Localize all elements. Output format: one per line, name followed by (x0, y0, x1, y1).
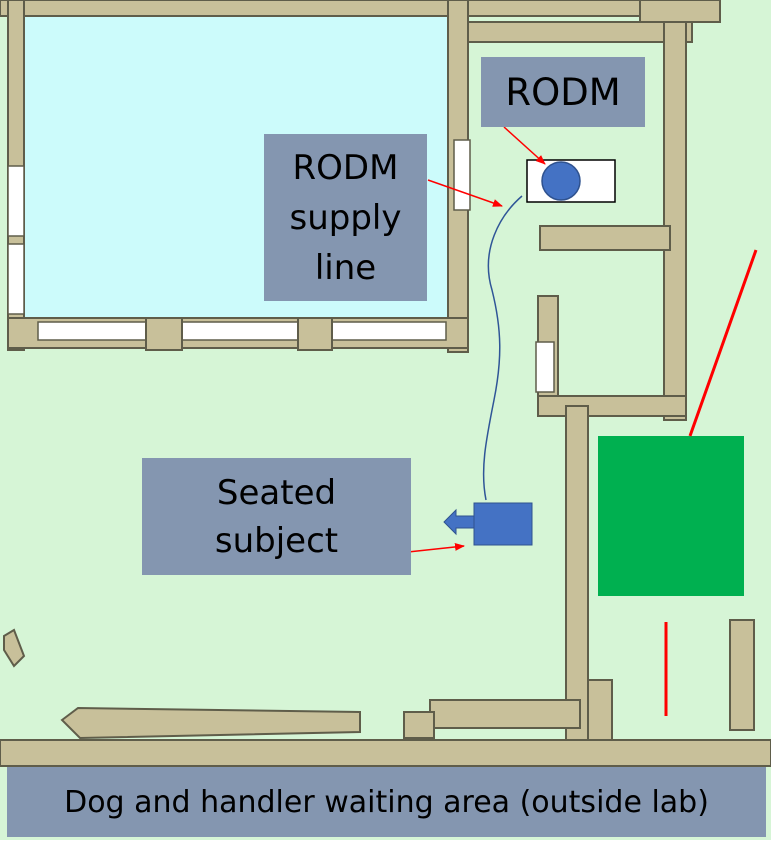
rodm-supply-line (482, 195, 523, 501)
seated-subject-body (473, 502, 533, 546)
waiting-area-label: Dog and handler waiting area (outside la… (7, 767, 766, 837)
arrow-supply-line (427, 179, 503, 207)
bottom-edge (0, 840, 771, 850)
seated-subject-label-text: Seated subject (214, 472, 339, 561)
arrow-rodm (503, 126, 546, 165)
red-line-diagonal (688, 249, 758, 437)
rodm-supply-line-label-text: RODM supply line (289, 147, 402, 288)
rodm-label: RODM (481, 57, 645, 127)
windows (7, 139, 555, 393)
seated-subject-direction-arrow (443, 508, 475, 536)
seated-subject-label: Seated subject (142, 458, 411, 575)
rodm-device (541, 161, 581, 201)
rodm-supply-line-label: RODM supply line (264, 134, 427, 301)
pillars (145, 317, 333, 351)
waiting-area-label-text: Dog and handler waiting area (outside la… (64, 784, 709, 820)
arrow-seated-subject (407, 542, 465, 553)
rodm-label-text: RODM (505, 70, 621, 114)
green-block (598, 436, 744, 596)
